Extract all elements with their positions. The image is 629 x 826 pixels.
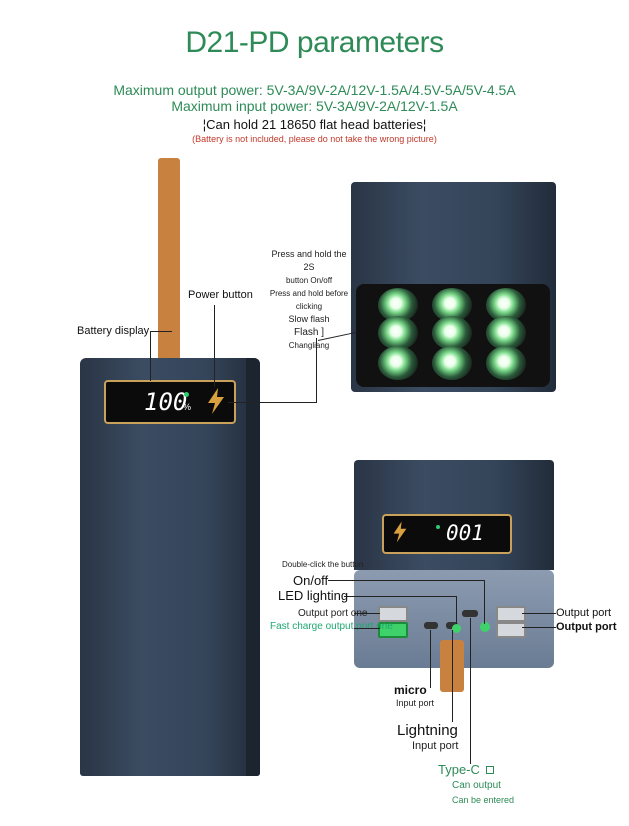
instruction-line: Press and hold before clicking <box>269 289 349 311</box>
power-button-label: Power button <box>188 289 253 301</box>
battery-display-leader-v <box>150 331 151 381</box>
led-8 <box>432 346 472 380</box>
output-port-right-label-2: Output port <box>556 621 617 633</box>
usb-port-right-1[interactable] <box>496 606 526 622</box>
led-leader-v <box>456 596 457 624</box>
spec-input: Maximum input power: 5V-3A/9V-2A/12V-1.5… <box>171 98 458 114</box>
battery-display-label: Battery display <box>77 325 150 337</box>
square-icon <box>485 766 494 774</box>
micro-port[interactable] <box>424 622 438 629</box>
output-one-leader <box>354 613 380 614</box>
power-button[interactable] <box>206 388 226 419</box>
spec-capacity: ¦Can hold 21 18650 flat head batteries¦ <box>202 117 427 132</box>
fast-charge-port[interactable] <box>378 622 408 638</box>
led-6 <box>486 316 526 350</box>
typec-label: Type-C <box>438 762 494 777</box>
lightning-label: Lightning <box>397 722 458 739</box>
instruction-line: Flash ] <box>293 327 324 338</box>
lightning-sub-label: Input port <box>412 740 459 752</box>
onoff-button[interactable] <box>480 622 490 632</box>
led-leader <box>344 596 456 597</box>
ports-display-value: 001 <box>446 521 484 545</box>
lanyard-strap <box>158 158 180 368</box>
light-instructions: Press and hold the 2S button On/off Pres… <box>268 248 350 352</box>
status-dot <box>184 392 189 397</box>
instruction-line: Changliang <box>288 341 330 350</box>
battery-percent-value: 100 <box>144 388 188 416</box>
percent-sign: % <box>183 402 192 412</box>
output-right-leader-1 <box>522 613 556 614</box>
typec-port[interactable] <box>462 610 478 617</box>
usb-port-right-2[interactable] <box>496 622 526 638</box>
led-5 <box>432 316 472 350</box>
micro-label: micro <box>394 683 427 697</box>
battery-display: 100 % <box>104 380 236 424</box>
led-7 <box>378 346 418 380</box>
power-button-leader <box>214 305 215 387</box>
light-leader-h <box>228 402 317 403</box>
ports-display: 001 <box>382 514 512 554</box>
ports-bolt <box>392 521 408 548</box>
output-port-right-label-1: Output port <box>556 607 612 619</box>
double-click-label: Double-click the button <box>282 560 364 569</box>
onoff-label: On/off <box>293 573 329 588</box>
onoff-leader <box>328 580 484 581</box>
usb-port-one[interactable] <box>378 606 408 622</box>
lightning-bolt-icon <box>393 521 407 543</box>
lightning-bolt-icon <box>208 388 224 414</box>
typec-label-text: Type-C <box>438 762 480 777</box>
typec-sub-2: Can be entered <box>452 795 515 805</box>
battery-display-leader <box>150 331 172 332</box>
led-lighting-label: LED lighting <box>278 588 349 603</box>
micro-leader <box>430 630 431 688</box>
typec-sub-1: Can output <box>452 780 501 791</box>
instruction-line: Slow flash <box>288 314 330 324</box>
led-9 <box>486 346 526 380</box>
page-title: D21-PD parameters <box>185 26 444 59</box>
onoff-button-2[interactable] <box>452 624 461 633</box>
lightning-leader <box>452 630 453 722</box>
onoff-leader-v <box>484 580 485 624</box>
output-right-leader-2 <box>522 627 556 628</box>
light-leader-v <box>316 338 317 402</box>
led-4 <box>378 316 418 350</box>
ports-status-dot <box>436 525 440 529</box>
spec-output: Maximum output power: 5V-3A/9V-2A/12V-1.… <box>113 82 516 98</box>
typec-leader <box>470 618 471 764</box>
fast-charge-label: Fast charge output port one <box>270 621 393 632</box>
micro-sub-label: Input port <box>396 698 435 708</box>
power-bank-front-edge <box>246 358 260 776</box>
power-bank-front <box>80 358 260 776</box>
instruction-line: button On/off <box>285 276 333 285</box>
spec-note: (Battery is not included, please do not … <box>192 134 437 144</box>
fast-charge-leader <box>354 628 380 629</box>
instruction-line: Press and hold the 2S <box>271 249 347 272</box>
output-port-one-label: Output port one <box>298 608 368 619</box>
